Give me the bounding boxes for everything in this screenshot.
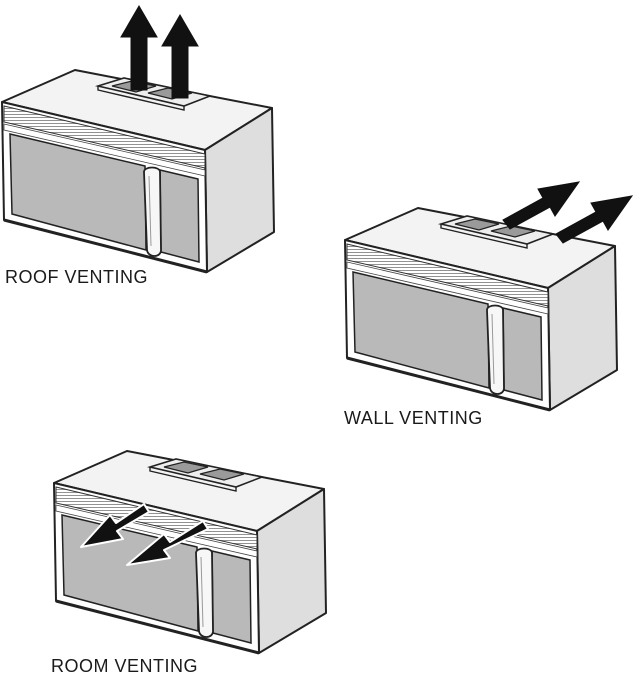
roof-venting-microwave (0, 5, 276, 274)
wall-exhaust-arrows (502, 181, 634, 244)
roof-venting-label: ROOF VENTING (5, 267, 149, 287)
room-venting-microwave (52, 449, 328, 655)
room-exhaust-arrows (80, 503, 209, 566)
roof-exhaust-arrows (120, 5, 199, 99)
wall-venting-microwave (343, 181, 634, 412)
wall-venting-label: WALL VENTING (344, 408, 483, 428)
room-venting-label: ROOM VENTING (51, 656, 199, 676)
